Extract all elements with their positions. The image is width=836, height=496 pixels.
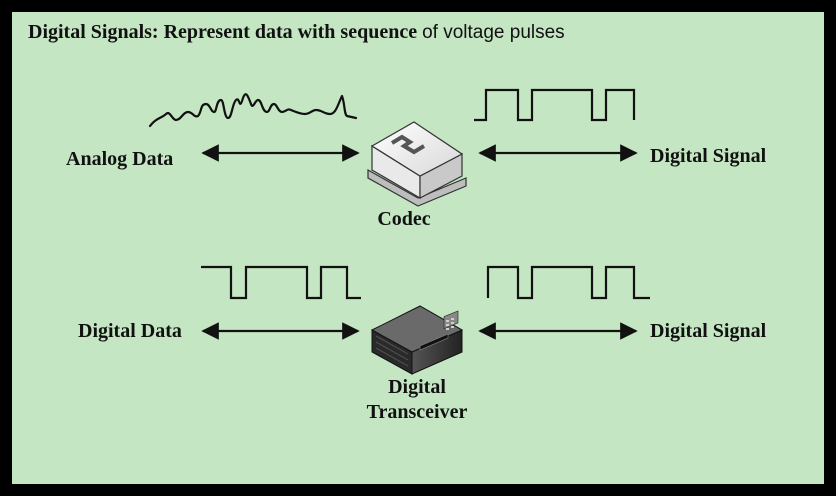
analog-waveform — [148, 93, 358, 128]
transceiver-label-line1: Digital — [388, 376, 446, 398]
title-bold-part: Digital Signals: Represent data with seq… — [28, 21, 418, 43]
codec-label: Codec — [377, 208, 431, 230]
codec-icon — [367, 121, 467, 207]
digital-waveform-row2-right — [486, 265, 650, 300]
transceiver-icon — [370, 305, 464, 375]
digital-signal-label-row2: Digital Signal — [650, 320, 767, 342]
digital-data-label: Digital Data — [78, 320, 182, 342]
diagram-title: Digital Signals: Represent data with seq… — [28, 21, 565, 44]
transceiver-label: Digital Transceiver — [350, 375, 484, 425]
title-plain-part: of voltage pulses — [422, 22, 565, 43]
digital-waveform-row1-right — [474, 88, 636, 122]
transceiver-label-line2: Transceiver — [366, 401, 468, 423]
digital-waveform-row2-left — [201, 265, 361, 300]
digital-signal-label-row1: Digital Signal — [650, 145, 767, 167]
diagram-panel — [12, 12, 824, 484]
analog-data-label: Analog Data — [66, 148, 174, 170]
